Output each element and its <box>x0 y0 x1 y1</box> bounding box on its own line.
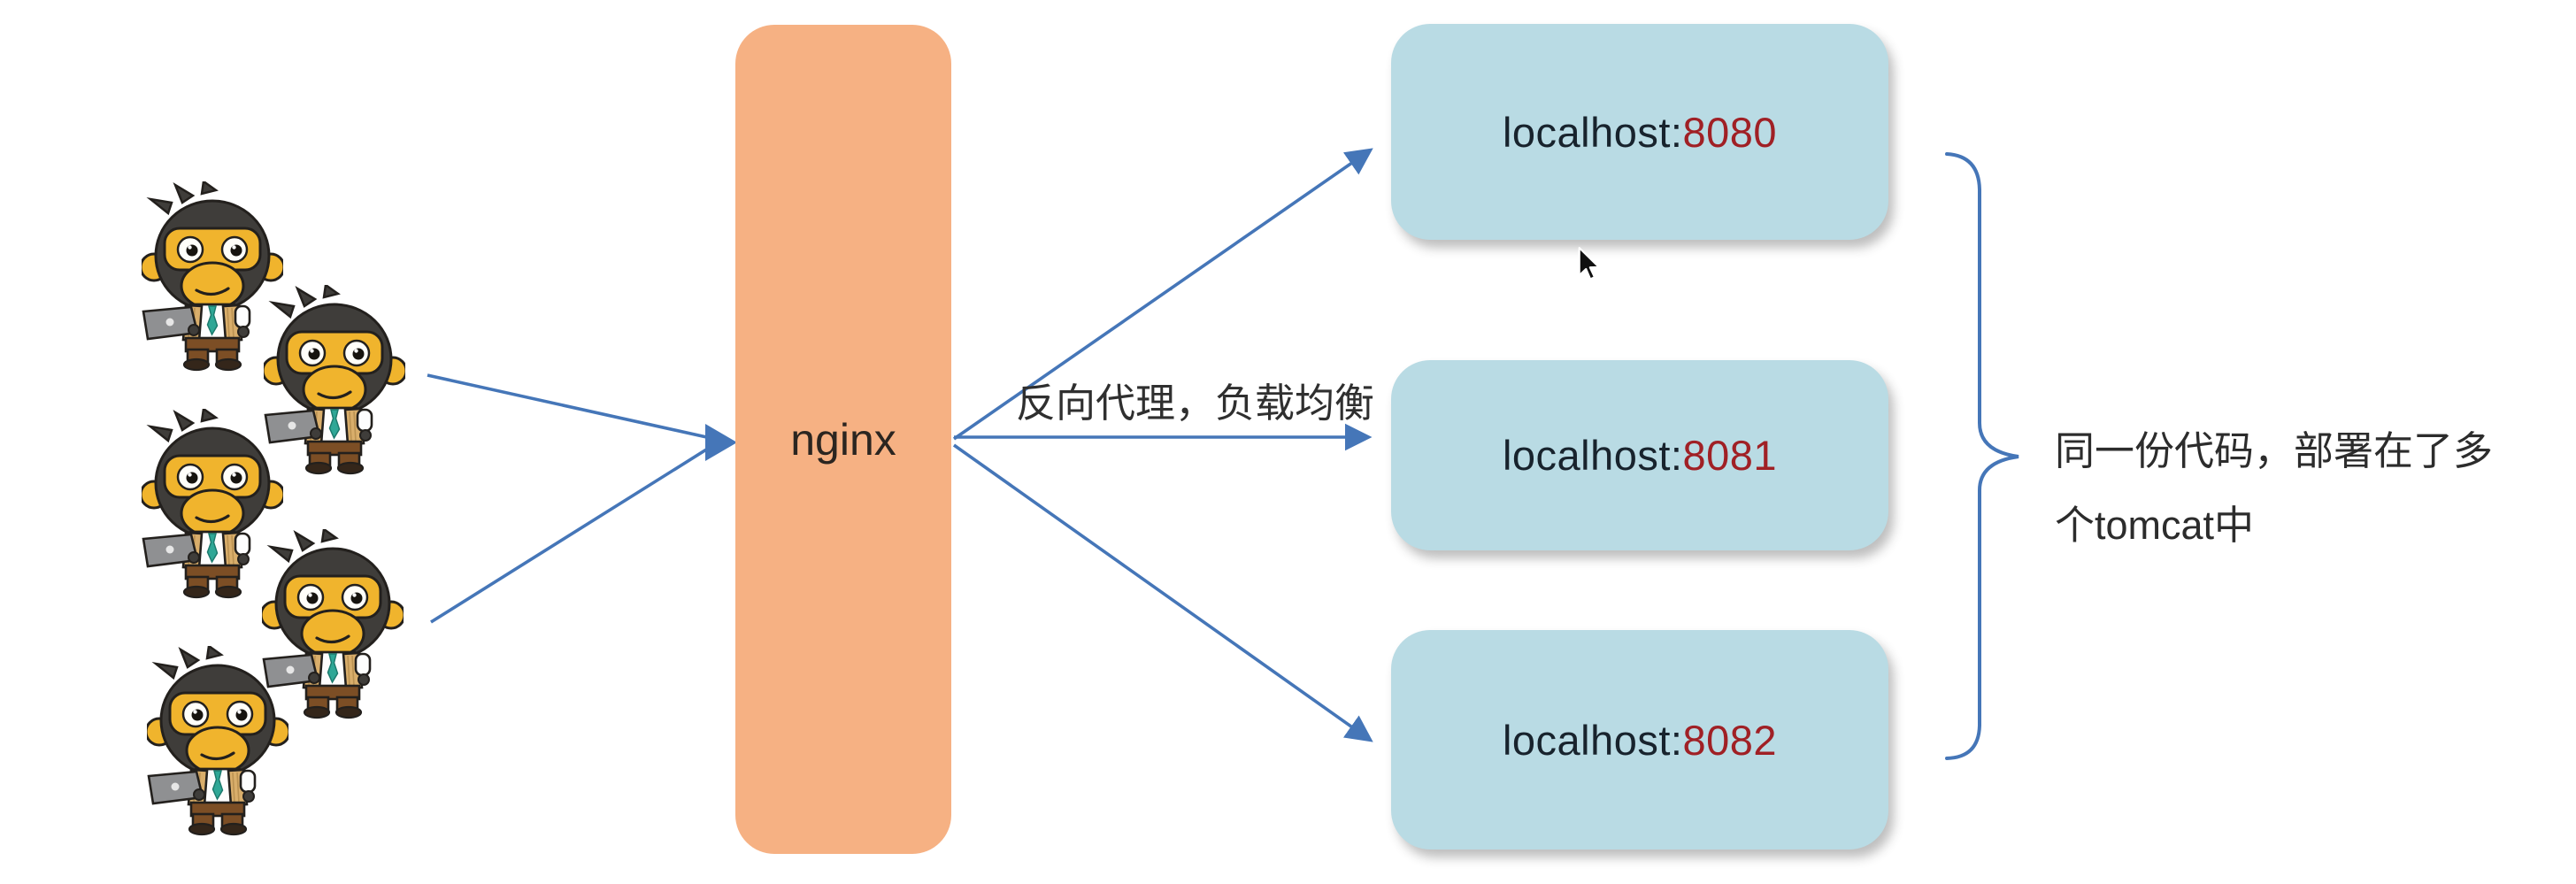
arrow-users-to-nginx-upper <box>427 373 711 440</box>
right-curly-brace <box>1945 152 2019 760</box>
nginx-label: nginx <box>790 414 896 465</box>
server-host: localhost: <box>1502 432 1683 479</box>
server-port: 8082 <box>1682 716 1778 764</box>
arrow-users-to-nginx-lower <box>430 445 711 624</box>
server-node-8080: localhost:8080 <box>1391 24 1888 240</box>
flow-label-text: 反向代理，负载均衡 <box>1016 381 1375 426</box>
annotation-line-2: 个tomcat中 <box>2055 503 2255 548</box>
nginx-node: nginx <box>735 25 951 854</box>
arrow-nginx-to-server-8080 <box>952 148 1373 441</box>
server-host: localhost: <box>1502 716 1683 764</box>
flow-label: 反向代理，负载均衡 <box>1016 371 1374 428</box>
user-monkey-icon <box>142 181 283 372</box>
arrowhead-into-nginx <box>705 424 737 461</box>
user-monkey-icon <box>147 646 288 836</box>
server-host: localhost: <box>1502 108 1683 156</box>
user-monkey-icon <box>264 285 405 475</box>
server-port: 8080 <box>1682 108 1778 156</box>
annotation-text: 同一份代码，部署在了多 个tomcat中 <box>2055 414 2493 563</box>
server-port: 8081 <box>1682 432 1778 479</box>
mouse-pointer-icon <box>1578 247 1601 281</box>
server-node-8082: localhost:8082 <box>1391 630 1888 849</box>
annotation-line-1: 同一份代码，部署在了多 <box>2055 428 2494 473</box>
server-node-8081: localhost:8081 <box>1391 360 1888 550</box>
arrow-nginx-to-server-8082 <box>952 443 1373 742</box>
